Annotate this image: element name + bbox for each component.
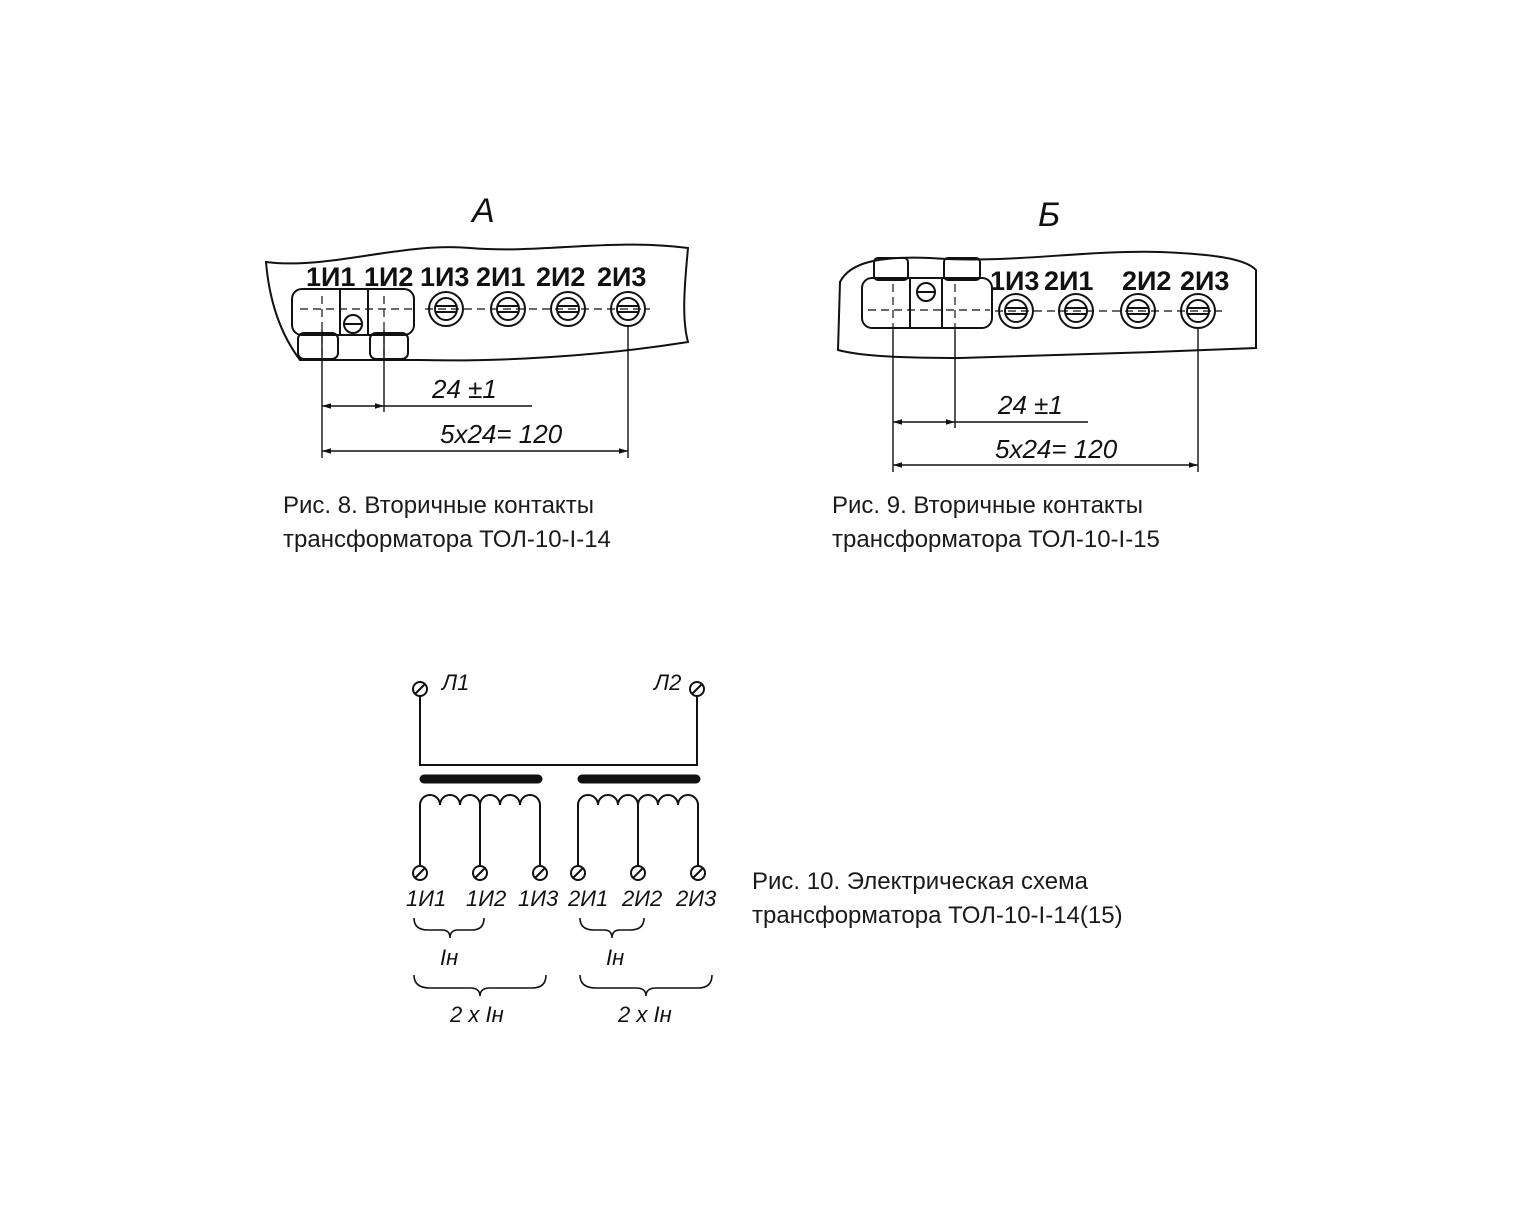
fig8-view-label: А: [470, 192, 495, 230]
current-label-1: Iн: [440, 945, 458, 970]
primary-terminal-l2: [689, 681, 705, 697]
fig9-label-1i3: 1И3: [990, 266, 1039, 296]
fig9-view-label: Б: [1038, 196, 1060, 234]
secondary-terminal-labels: 1И1 1И2 1И3 2И1 2И2 2И3: [406, 886, 717, 911]
sec-label-2i1: 2И1: [567, 886, 608, 911]
sec-label-1i2: 1И2: [466, 886, 506, 911]
double-current-label-2: 2 x Iн: [617, 1002, 672, 1027]
figure-8-caption-line-2: трансформатора ТОЛ-10-I-14: [283, 526, 611, 553]
fig9-label-2i3: 2И3: [1180, 266, 1229, 296]
double-current-label-1: 2 x Iн: [449, 1002, 504, 1027]
secondary-terminals: [412, 865, 706, 881]
sec-label-2i3: 2И3: [675, 886, 717, 911]
fig9-label-2i1: 2И1: [1044, 266, 1093, 296]
fig9-label-2i2: 2И2: [1122, 266, 1171, 296]
fig8-dim-total: 5x24= 120: [440, 419, 563, 449]
fig8-terminal-labels: 1И1 1И2 1И3 2И1 2И2 2И3: [306, 262, 646, 292]
primary-terminal-l1: [412, 681, 428, 697]
fig8-label-1i3: 1И3: [420, 262, 469, 292]
fig8-label-2i1: 2И1: [476, 262, 525, 292]
sec-label-1i3: 1И3: [518, 886, 559, 911]
secondary-winding-1: [419, 794, 541, 866]
figure-9: Б 1И3 2И1 2И2 2И3: [836, 196, 1257, 472]
fig8-label-1i1: 1И1: [306, 262, 355, 292]
fig8-jumper-block: [291, 288, 415, 360]
primary-label-l2: Л2: [652, 670, 681, 695]
fig8-dim-pitch: 24 ±1: [431, 374, 497, 404]
secondary-winding-2: [577, 794, 699, 866]
brace-large-2: [579, 974, 713, 997]
fig8-label-2i3: 2И3: [597, 262, 646, 292]
sec-label-2i2: 2И2: [621, 886, 662, 911]
fig9-dim-pitch: 24 ±1: [997, 390, 1063, 420]
figure-10-caption-line-2: трансформатора ТОЛ-10-I-14(15): [752, 902, 1123, 929]
fig9-dim-total: 5x24= 120: [995, 434, 1118, 464]
fig8-dimensions: [321, 326, 629, 458]
primary-winding: [419, 696, 698, 766]
primary-label-l1: Л1: [440, 670, 469, 695]
fig8-label-2i2: 2И2: [536, 262, 585, 292]
figure-8-caption-line-1: Рис. 8. Вторичные контакты: [283, 492, 594, 519]
figure-9-caption: Рис. 9. Вторичные контакты трансформатор…: [832, 489, 1160, 557]
brace-small-2: [579, 917, 645, 939]
figure-10-caption-line-1: Рис. 10. Электрическая схема: [752, 868, 1088, 895]
brace-large-1: [413, 974, 547, 997]
fig9-body-outline: [836, 250, 1257, 360]
figure-9-caption-line-2: трансформатора ТОЛ-10-I-15: [832, 526, 1160, 553]
figure-8: А 1И1 1И2 1И3 2И1 2И2 2И3: [264, 192, 690, 458]
figure-10-caption: Рис. 10. Электрическая схема трансформат…: [752, 865, 1123, 933]
figure-9-caption-line-1: Рис. 9. Вторичные контакты: [832, 492, 1143, 519]
fig8-label-1i2: 1И2: [364, 262, 413, 292]
fig9-dimensions: [892, 328, 1199, 472]
current-label-2: Iн: [606, 945, 624, 970]
figure-10-schematic: Л1 Л2 1И1: [406, 670, 717, 1027]
fig9-jumper-block: [861, 257, 993, 330]
fig9-terminal-labels: 1И3 2И1 2И2 2И3: [990, 266, 1229, 296]
brace-small-1: [413, 917, 485, 939]
sec-label-1i1: 1И1: [406, 886, 446, 911]
figure-8-caption: Рис. 8. Вторичные контакты трансформатор…: [283, 489, 611, 557]
